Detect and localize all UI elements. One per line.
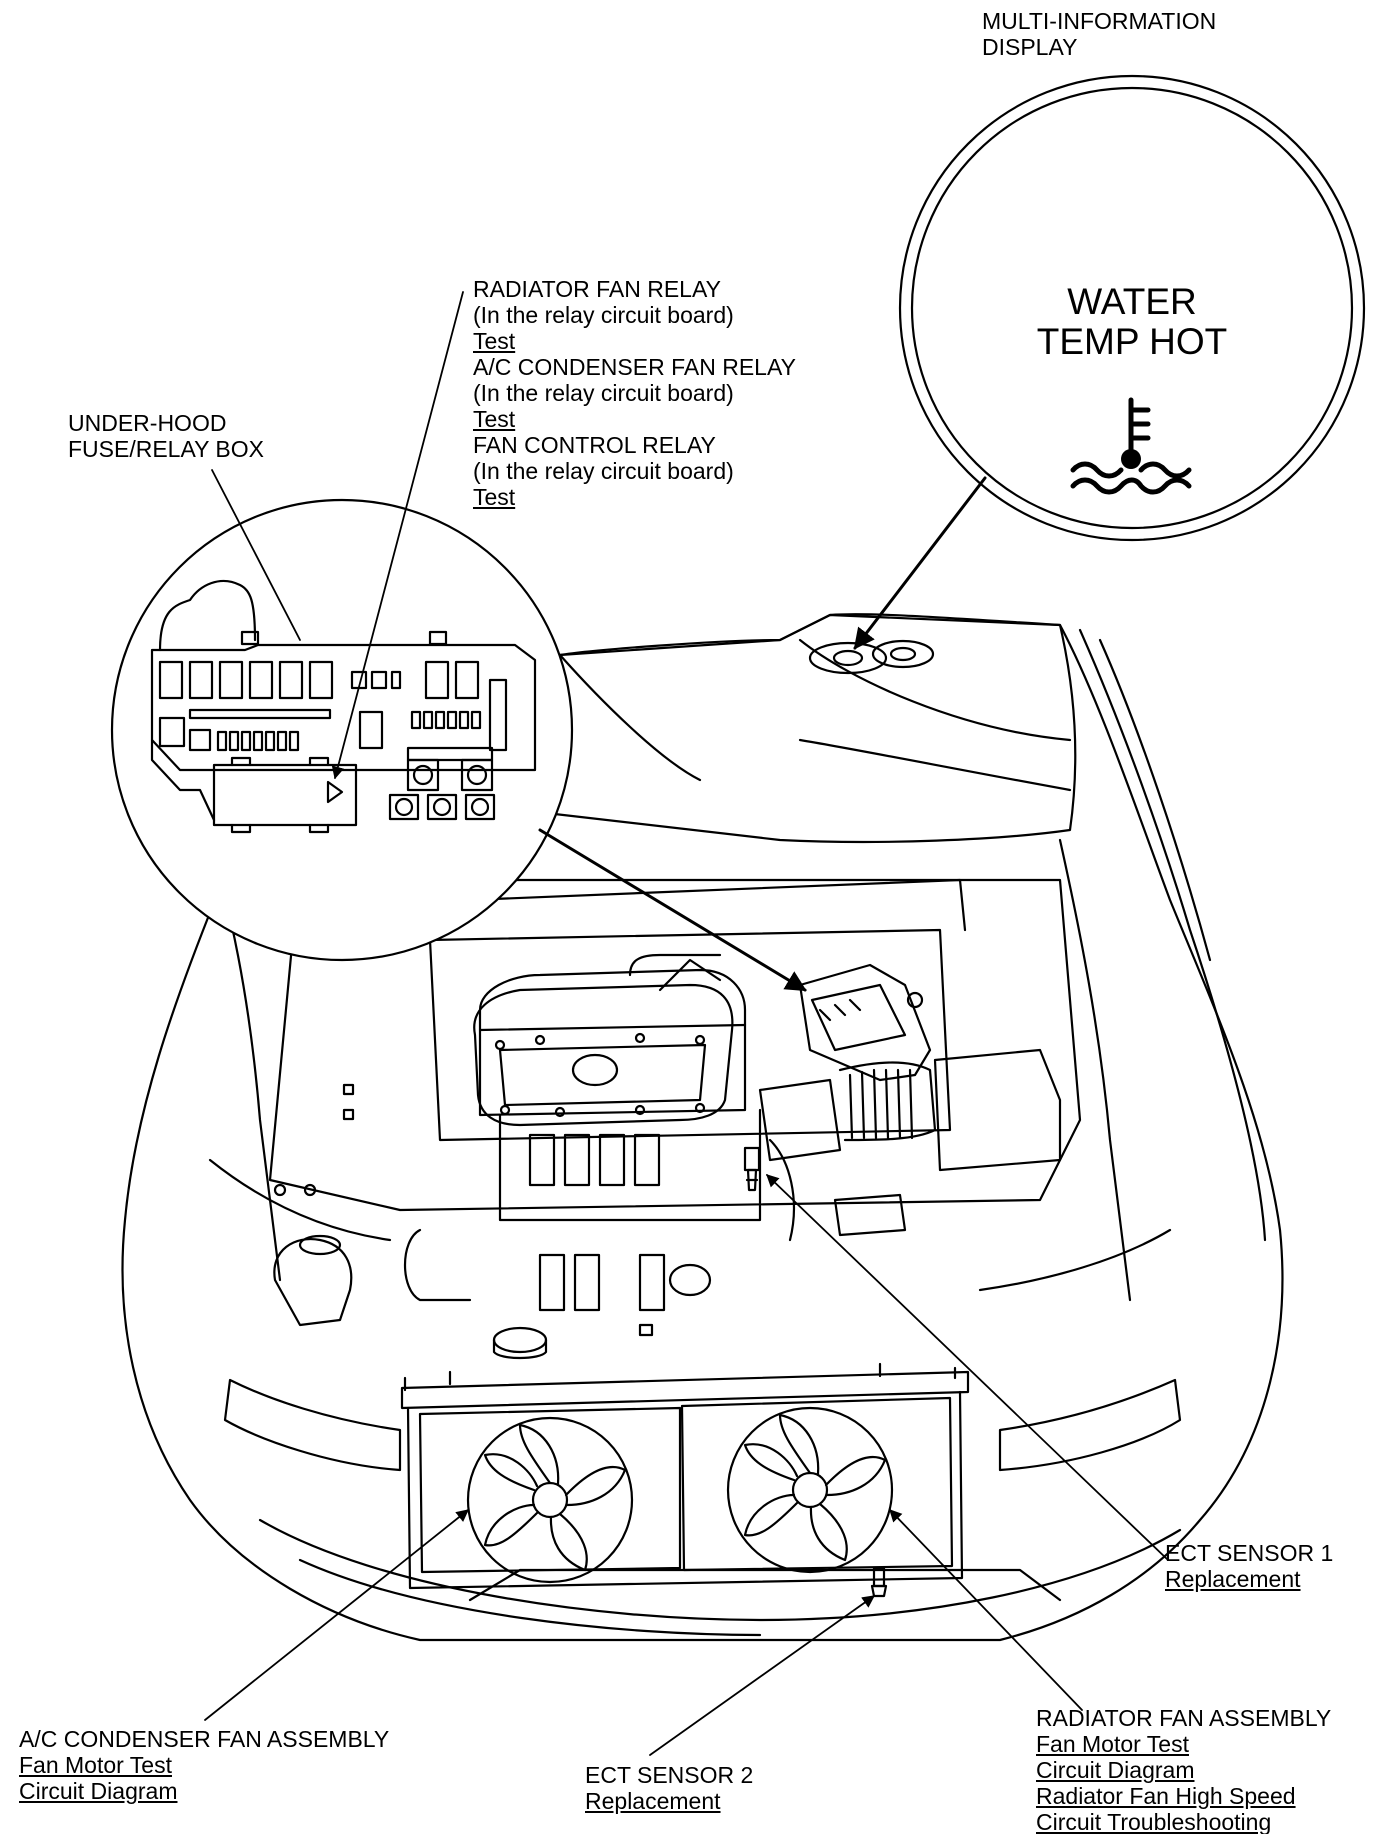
ac-condenser-fan-assembly-label: A/C CONDENSER FAN ASSEMBLY (19, 1726, 390, 1752)
fuse-box-callout-circle (110, 498, 574, 962)
ect-sensor-2-label: ECT SENSOR 2 (585, 1762, 754, 1788)
ect-sensor-1-label: ECT SENSOR 1 (1165, 1540, 1334, 1566)
fuse-box-label-line2: FUSE/RELAY BOX (68, 436, 264, 462)
radiator-fan-assembly-drawing (400, 1362, 970, 1598)
ac-condenser-fan-motor-test-link[interactable]: Fan Motor Test (19, 1752, 172, 1778)
fuse-box-label: UNDER-HOOD FUSE/RELAY BOX (68, 410, 264, 462)
display-message-line1: WATER (1067, 281, 1197, 322)
ac-condenser-fan-relay-test-link[interactable]: Test (473, 406, 516, 432)
radiator-fan-high-speed-link-line2[interactable]: Circuit Troubleshooting (1036, 1809, 1272, 1834)
fuse-box-label-line1: UNDER-HOOD (68, 410, 227, 436)
relays-label-group: RADIATOR FAN RELAY (In the relay circuit… (473, 276, 796, 510)
ac-condenser-fan-relay-label: A/C CONDENSER FAN RELAY (473, 354, 796, 380)
ect-sensor-2-replacement-link[interactable]: Replacement (585, 1788, 721, 1814)
radiator-fan-relay-note: (In the relay circuit board) (473, 302, 734, 328)
fan-control-relay-test-link[interactable]: Test (473, 484, 516, 510)
display-callout-circle (898, 74, 1366, 542)
radiator-fan-assembly-label-group: RADIATOR FAN ASSEMBLY Fan Motor Test Cir… (1036, 1705, 1331, 1834)
water-temperature-warning-icon (1070, 397, 1192, 495)
ac-condenser-fan-circuit-diagram-link[interactable]: Circuit Diagram (19, 1778, 178, 1804)
leader-lines (204, 291, 1169, 1756)
radiator-fan-relay-test-link[interactable]: Test (473, 328, 516, 354)
display-title-line2: DISPLAY (982, 34, 1078, 60)
fan-control-relay-note: (In the relay circuit board) (473, 458, 734, 484)
display-title-line1: MULTI-INFORMATION (982, 8, 1217, 34)
ect-sensor-2-label-group: ECT SENSOR 2 Replacement (585, 1762, 753, 1814)
radiator-fan-circuit-diagram-link[interactable]: Circuit Diagram (1036, 1757, 1195, 1783)
radiator-fan-assembly-label: RADIATOR FAN ASSEMBLY (1036, 1705, 1332, 1731)
ect-sensor-1-label-group: ECT SENSOR 1 Replacement (1165, 1540, 1333, 1592)
ect-sensor-1-replacement-link[interactable]: Replacement (1165, 1566, 1301, 1592)
display-callout-label: MULTI-INFORMATION DISPLAY (982, 8, 1216, 60)
display-warning-message: WATER TEMP HOT (1012, 282, 1252, 362)
radiator-fan-high-speed-link-line1[interactable]: Radiator Fan High Speed (1036, 1783, 1296, 1809)
fan-control-relay-label: FAN CONTROL RELAY (473, 432, 716, 458)
radiator-fan-motor-test-link[interactable]: Fan Motor Test (1036, 1731, 1189, 1757)
radiator-fan-relay-label: RADIATOR FAN RELAY (473, 276, 721, 302)
ac-condenser-fan-assembly-label-group: A/C CONDENSER FAN ASSEMBLY Fan Motor Tes… (19, 1726, 389, 1804)
ac-condenser-fan-relay-note: (In the relay circuit board) (473, 380, 734, 406)
display-message-line2: TEMP HOT (1036, 321, 1228, 362)
